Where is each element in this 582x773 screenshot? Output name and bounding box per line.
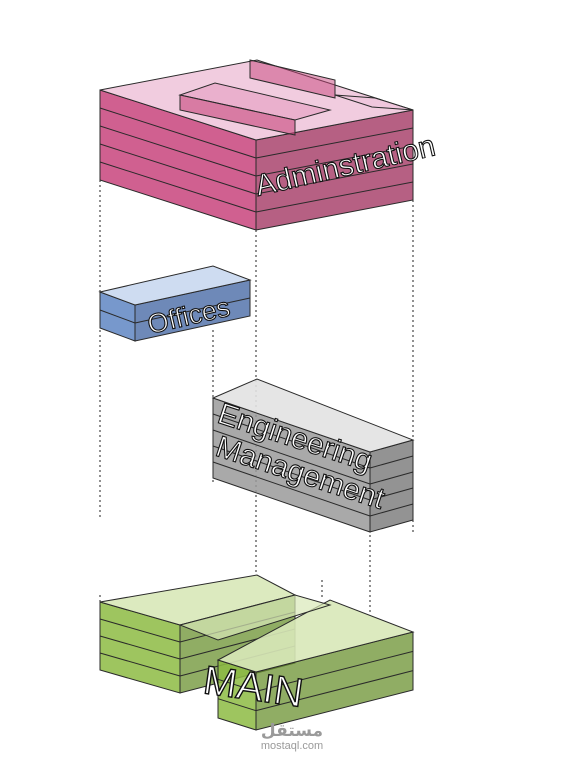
admin-courtyard-wall [179, 94, 296, 136]
admin-main-floor-line [99, 125, 257, 177]
admin-main-floor-line [99, 161, 257, 213]
main-block [99, 574, 415, 731]
offices-floor-line [134, 297, 251, 324]
watermark-arabic: مستقل [260, 721, 324, 741]
guide-lines [99, 175, 414, 615]
admin-main-floor-line [255, 163, 414, 195]
main-left-floor-line [99, 618, 181, 643]
admin-main-floor-line [255, 181, 414, 213]
eng-top-face [211, 378, 415, 453]
main-left-floor-line [99, 652, 181, 677]
engineering-management-block [211, 378, 415, 533]
main-right-floor-line [255, 650, 414, 692]
main-left-floor-line [99, 635, 181, 660]
admin-wing-left [249, 59, 336, 99]
eng-floor-line [212, 413, 371, 469]
eng-floor-line [212, 429, 371, 485]
admin-main-floor-line [99, 107, 257, 159]
eng-floor-line [212, 461, 371, 517]
main-right-floor-line [217, 678, 257, 692]
eng-floor-line [369, 471, 414, 485]
main-right-floor-line [217, 698, 257, 712]
offices-floor-line [99, 309, 136, 324]
admin-main-floor-line [255, 145, 414, 177]
administration-block [99, 59, 414, 231]
offices-top-face [98, 265, 252, 306]
eng-floor-line [369, 455, 414, 469]
main-bridge [178, 594, 332, 641]
admin-main-floor-line [99, 143, 257, 195]
main-right-top-face [216, 599, 415, 673]
watermark-logo: مستقل mostaql.com [252, 722, 332, 752]
eng-floor-line [369, 503, 414, 517]
main-right-floor-line [255, 670, 414, 712]
eng-floor-line [369, 487, 414, 501]
watermark-latin: mostaql.com [260, 740, 324, 752]
admin-main-floor-line [255, 127, 414, 159]
eng-floor-line [212, 445, 371, 501]
offices-block [98, 265, 252, 342]
admin-wing-right [334, 94, 414, 111]
